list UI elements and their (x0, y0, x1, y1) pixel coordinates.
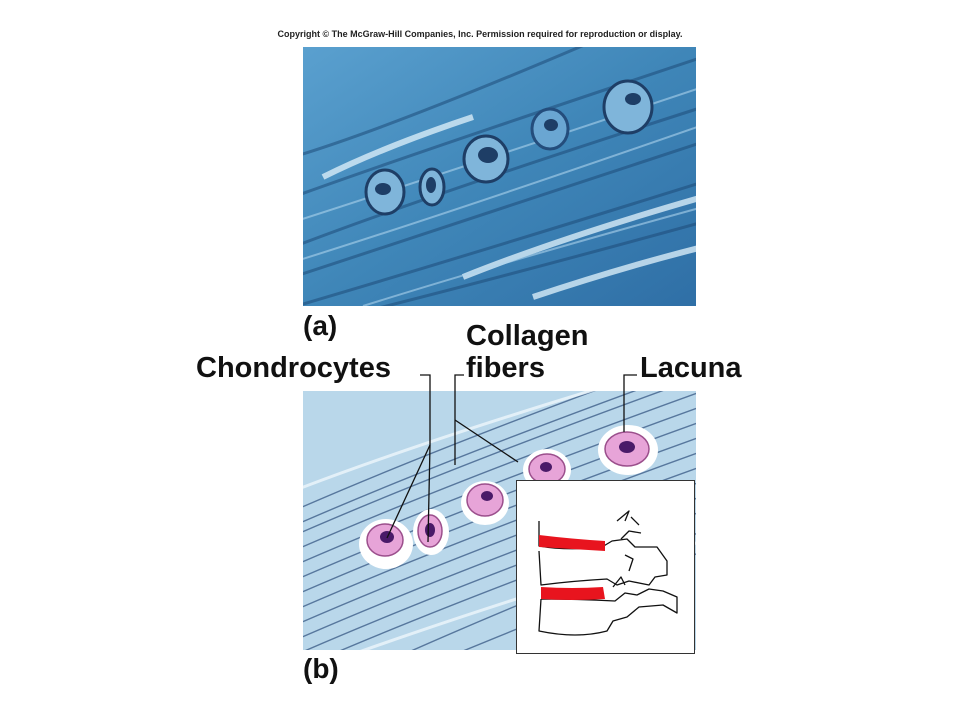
chondrocyte-cell (461, 481, 509, 525)
panel-a-label: (a) (303, 310, 338, 341)
intervertebral-disc-lower (541, 587, 605, 600)
chondrocyte-cell (359, 519, 413, 569)
collagen-fibers-label: Collagen fibers (466, 320, 588, 384)
lacuna-label: Lacuna (640, 352, 742, 384)
chondrocyte-cell (413, 509, 449, 555)
collagen-label-line1: Collagen (466, 320, 589, 352)
micrograph-panel-a (303, 47, 696, 306)
cell-group-b (359, 425, 658, 569)
chondrocyte-cell (598, 425, 658, 475)
vertebrae-inset (516, 480, 695, 654)
vertebra-upper (538, 521, 668, 586)
intervertebral-disc-upper (539, 535, 605, 551)
collagen-label-line2: fibers (466, 352, 545, 384)
chondrocytes-label: Chondrocytes (196, 352, 391, 384)
copyright-notice: Copyright © The McGraw-Hill Companies, I… (277, 29, 683, 39)
cell-group-a (364, 79, 654, 216)
panel-b-label: (b) (303, 653, 339, 684)
vertebra-process (616, 510, 642, 540)
